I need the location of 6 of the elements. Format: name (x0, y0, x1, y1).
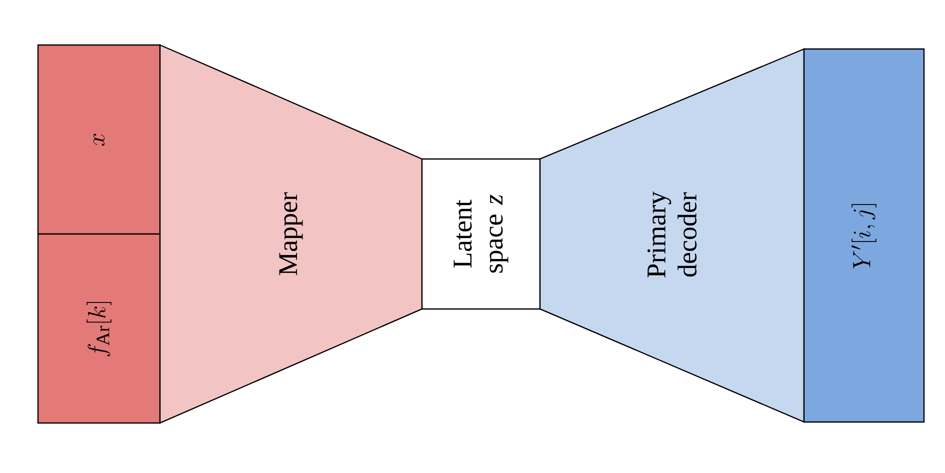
block-box: Latent space z (421, 158, 541, 310)
trapezoid-block: Primary decoder (539, 48, 805, 423)
block-box: $Y'[i,j]$ (803, 48, 925, 423)
block-box: $f_{\mathrm{Ar}}[k]$ (37, 233, 161, 424)
block-box: $x$ (37, 44, 161, 235)
trapezoid-block: Mapper (159, 44, 423, 424)
